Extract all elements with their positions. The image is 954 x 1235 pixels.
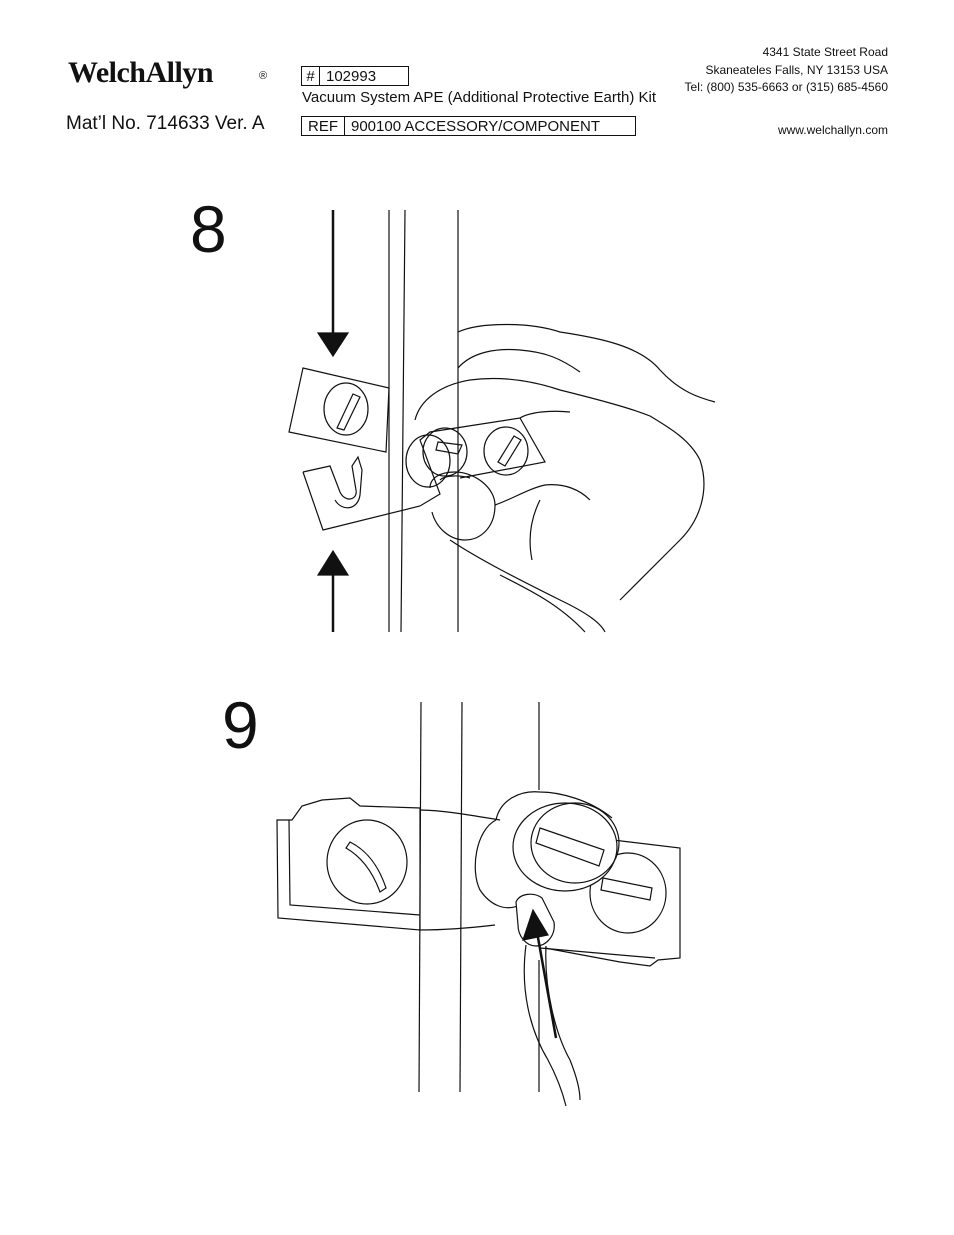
hand-palm-line [494, 484, 591, 506]
lower-screw-left [422, 427, 468, 477]
hand-lower-edge [499, 574, 586, 633]
ground-wire-left [523, 944, 567, 1107]
clamp-band-bottom [419, 924, 496, 931]
left-screw-slot [345, 841, 387, 893]
up-arrow-head [316, 549, 350, 576]
front-screw-head [530, 802, 620, 884]
terminal-arrow-shaft [535, 931, 558, 1039]
front-screw-slot [535, 827, 605, 867]
front-screw-head-outer [512, 802, 618, 892]
ref-box: REF 900100 ACCESSORY/COMPONENT [301, 116, 636, 136]
ref-label: REF [302, 117, 345, 135]
part-number: 102993 [326, 67, 377, 85]
lower-screw-left-outer [405, 434, 451, 488]
hand-index-finger [414, 377, 705, 541]
thumbnail [439, 475, 471, 481]
right-screw-slot [600, 877, 653, 901]
right-clamp-screw [589, 852, 667, 934]
address-line-2: Skaneateles Falls, NY 13153 USA [705, 62, 888, 77]
kit-title: Vacuum System APE (Additional Protective… [302, 89, 657, 106]
pole-edge-right [459, 701, 463, 1093]
address-line-1: 4341 State Street Road [762, 45, 888, 59]
part-number-box: # 102993 [301, 66, 409, 86]
welch-allyn-logo: WelchAllyn ® [68, 56, 267, 90]
hand-back-outline [457, 323, 716, 403]
ref-value: 900100 ACCESSORY/COMPONENT [351, 117, 600, 135]
nut-top-edge [495, 791, 613, 821]
upper-clamp-screw [323, 382, 369, 436]
down-arrow-head [316, 332, 350, 358]
step-8-number: 8 [190, 192, 227, 266]
lower-screw-left-slot [435, 441, 463, 455]
website-link[interactable]: www.welchallyn.com [777, 123, 888, 137]
left-clamp-inner-edge [288, 819, 421, 916]
material-number: Mat’l No. 714633 Ver. A [66, 113, 265, 134]
lower-screw-right-slot [497, 435, 522, 467]
upper-screw-slot [336, 393, 361, 431]
hand-finger-top [457, 348, 581, 373]
address-phone: Tel: (800) 535-6663 or (315) 685-4560 [684, 80, 888, 94]
left-clamp-screw [326, 819, 408, 905]
clamp-hook [302, 455, 363, 509]
right-clamp-inner-edge [539, 947, 656, 959]
lower-screw-right [483, 426, 529, 476]
company-address: 4341 State Street Road Skaneateles Falls… [685, 44, 888, 97]
hand-palm-bottom [449, 539, 606, 633]
left-clamp-plate [276, 797, 421, 931]
ground-wire-right [545, 945, 581, 1101]
hand-crease [529, 499, 541, 561]
upper-clamp-plate [288, 367, 390, 453]
clamp-band-top [419, 809, 501, 821]
registered-mark: ® [259, 70, 267, 82]
part-hash-label: # [302, 67, 320, 85]
hand-knuckle-line [519, 410, 571, 419]
lower-clamp-plate [302, 417, 546, 531]
terminal-arrow-head [522, 908, 549, 941]
pole-edge-inner [400, 209, 406, 633]
logo-text: WelchAllyn [68, 56, 214, 89]
right-clamp-plate [529, 829, 681, 967]
step-9-number: 9 [222, 688, 259, 762]
hand-wrist [619, 539, 681, 601]
nut-left-body [474, 819, 521, 909]
